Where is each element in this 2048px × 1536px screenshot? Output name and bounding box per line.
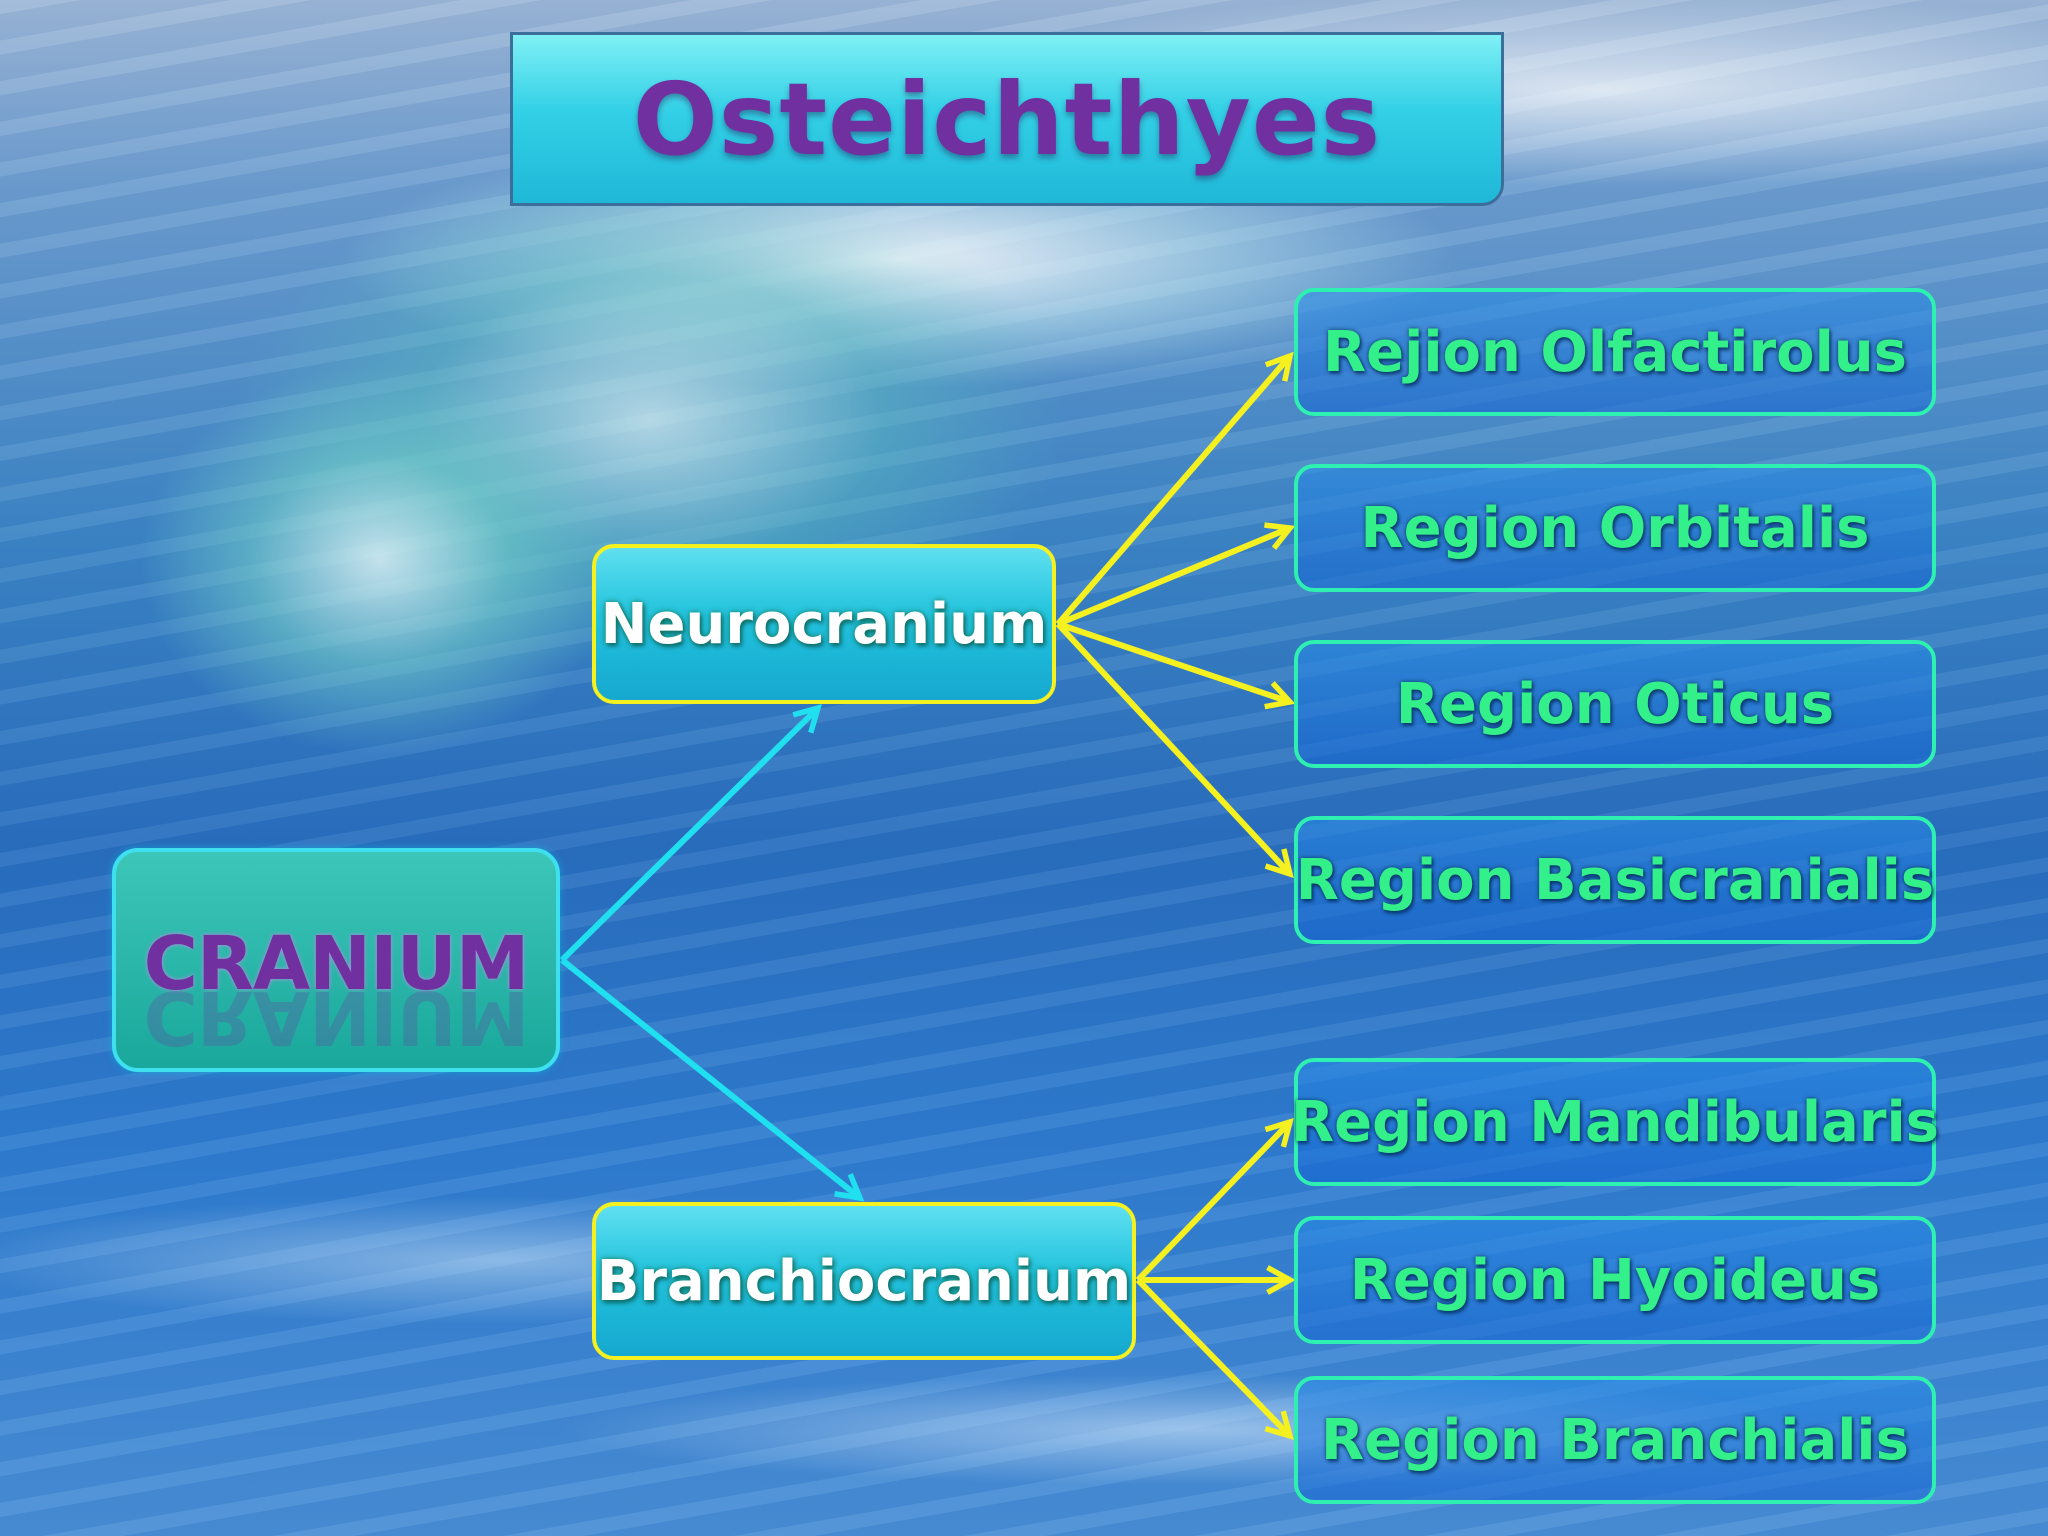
cranium-label-reflection: CRANIUM [143, 974, 529, 1060]
region-node-hyoideus: Region Hyoideus [1294, 1216, 1936, 1344]
cranium-node: CRANIUM CRANIUM [112, 848, 560, 1072]
region-node-basicranialis: Region Basicranialis [1294, 816, 1936, 944]
branchiocranium-label: Branchiocranium [596, 1248, 1132, 1314]
region-label: Region Orbitalis [1360, 495, 1870, 561]
region-label: Region Basicranialis [1295, 847, 1935, 913]
arrow-cranium-to-neurocranium [559, 708, 818, 963]
page-title: Osteichthyes [632, 60, 1382, 178]
title-banner: Osteichthyes [510, 32, 1504, 206]
region-label: Region Hyoideus [1349, 1247, 1881, 1313]
arrow-neuro-to-region-2 [1056, 528, 1290, 627]
region-label: Region Mandibularis [1291, 1089, 1939, 1155]
region-label: Rejion Olfactirolus [1323, 319, 1907, 385]
neurocranium-label: Neurocranium [600, 591, 1048, 657]
region-label: Region Oticus [1395, 671, 1835, 737]
region-node-branchialis: Region Branchialis [1294, 1376, 1936, 1504]
arrow-branchio-to-region-7 [1135, 1277, 1290, 1436]
region-node-olfactirolus: Rejion Olfactirolus [1294, 288, 1936, 416]
branchiocranium-node: Branchiocranium [592, 1202, 1136, 1360]
arrow-neuro-to-region-3 [1057, 621, 1290, 702]
region-node-orbitalis: Region Orbitalis [1294, 464, 1936, 592]
arrow-branchio-to-region-5 [1135, 1122, 1290, 1283]
neurocranium-node: Neurocranium [592, 544, 1056, 704]
arrow-neuro-to-region-1 [1055, 356, 1290, 626]
region-node-oticus: Region Oticus [1294, 640, 1936, 768]
root-to-branch-arrows [559, 708, 860, 1198]
cranium-label: CRANIUM [143, 921, 530, 1007]
arrow-cranium-to-branchiocranium [560, 957, 860, 1198]
region-label: Region Branchialis [1321, 1407, 1909, 1473]
region-node-mandibularis: Region Mandibularis [1291, 1058, 1939, 1186]
arrow-neuro-to-region-4 [1055, 621, 1290, 874]
